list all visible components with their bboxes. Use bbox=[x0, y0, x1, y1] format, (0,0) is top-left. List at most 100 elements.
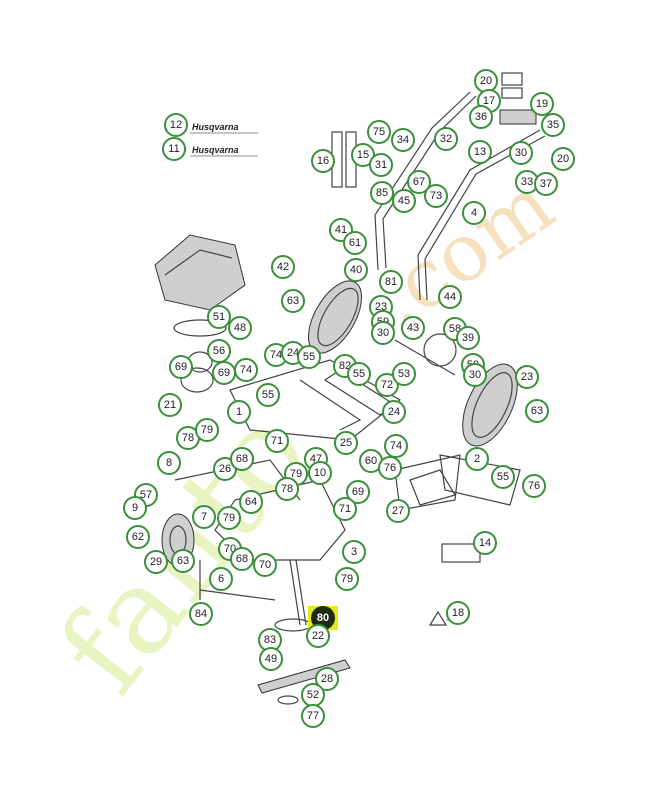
callout-80[interactable]: 80 bbox=[311, 606, 335, 630]
callout-label: 19 bbox=[536, 98, 548, 110]
callout-53[interactable]: 53 bbox=[392, 362, 416, 386]
callout-label: 30 bbox=[377, 327, 389, 339]
callout-32[interactable]: 32 bbox=[434, 127, 458, 151]
callout-4[interactable]: 4 bbox=[462, 201, 486, 225]
callout-40[interactable]: 40 bbox=[344, 258, 368, 282]
callout-30c[interactable]: 30 bbox=[463, 363, 487, 387]
callout-69a[interactable]: 69 bbox=[169, 355, 193, 379]
callout-45[interactable]: 45 bbox=[392, 189, 416, 213]
callout-label: 21 bbox=[164, 399, 176, 411]
callout-circle bbox=[311, 149, 335, 173]
callout-85[interactable]: 85 bbox=[370, 181, 394, 205]
callout-79c[interactable]: 79 bbox=[217, 506, 241, 530]
callout-1[interactable]: 1 bbox=[227, 400, 251, 424]
callout-circle bbox=[164, 113, 188, 137]
callout-44[interactable]: 44 bbox=[438, 285, 462, 309]
callout-70b[interactable]: 70 bbox=[253, 553, 277, 577]
callout-13[interactable]: 13 bbox=[468, 140, 492, 164]
callout-78a[interactable]: 78 bbox=[176, 426, 200, 450]
callout-20b[interactable]: 20 bbox=[551, 147, 575, 171]
callout-55d[interactable]: 55 bbox=[491, 465, 515, 489]
callout-label: 28 bbox=[321, 673, 333, 685]
handle-assembly bbox=[331, 72, 546, 301]
callout-63c[interactable]: 63 bbox=[171, 549, 195, 573]
callout-circle bbox=[465, 447, 489, 471]
callout-74c[interactable]: 74 bbox=[384, 434, 408, 458]
callout-30a[interactable]: 30 bbox=[509, 141, 533, 165]
callout-62[interactable]: 62 bbox=[126, 525, 150, 549]
callout-21[interactable]: 21 bbox=[158, 393, 182, 417]
callout-24b[interactable]: 24 bbox=[382, 400, 406, 424]
callout-39[interactable]: 39 bbox=[456, 326, 480, 350]
callout-48[interactable]: 48 bbox=[228, 316, 252, 340]
callout-43[interactable]: 43 bbox=[401, 316, 425, 340]
callout-55c[interactable]: 55 bbox=[256, 383, 280, 407]
callout-14[interactable]: 14 bbox=[473, 531, 497, 555]
callout-84[interactable]: 84 bbox=[189, 602, 213, 626]
callout-23b[interactable]: 23 bbox=[515, 365, 539, 389]
callout-6[interactable]: 6 bbox=[209, 567, 233, 591]
callout-9[interactable]: 9 bbox=[123, 496, 147, 520]
callout-2[interactable]: 2 bbox=[465, 447, 489, 471]
callout-68b[interactable]: 68 bbox=[230, 547, 254, 571]
callout-27[interactable]: 27 bbox=[386, 499, 410, 523]
callout-22[interactable]: 22 bbox=[306, 624, 330, 648]
callout-75[interactable]: 75 bbox=[367, 120, 391, 144]
callout-68a[interactable]: 68 bbox=[230, 447, 254, 471]
callout-56[interactable]: 56 bbox=[207, 339, 231, 363]
callout-circle bbox=[271, 255, 295, 279]
callout-label: 63 bbox=[531, 405, 543, 417]
callout-83[interactable]: 83 bbox=[258, 628, 282, 652]
callout-49[interactable]: 49 bbox=[259, 647, 283, 671]
callout-81[interactable]: 81 bbox=[379, 270, 403, 294]
callout-8[interactable]: 8 bbox=[157, 451, 181, 475]
callout-18[interactable]: 18 bbox=[446, 601, 470, 625]
callout-64[interactable]: 64 bbox=[239, 490, 263, 514]
callout-circle bbox=[239, 490, 263, 514]
callout-31[interactable]: 31 bbox=[369, 153, 393, 177]
callout-63b[interactable]: 63 bbox=[525, 399, 549, 423]
callout-7[interactable]: 7 bbox=[192, 505, 216, 529]
callout-34[interactable]: 34 bbox=[391, 128, 415, 152]
callout-77[interactable]: 77 bbox=[301, 704, 325, 728]
callout-30b[interactable]: 30 bbox=[371, 321, 395, 345]
callout-25[interactable]: 25 bbox=[334, 431, 358, 455]
callout-label: 26 bbox=[219, 463, 231, 475]
callout-16[interactable]: 16 bbox=[311, 149, 335, 173]
callout-11[interactable]: 11 bbox=[162, 137, 186, 161]
callout-67[interactable]: 67 bbox=[407, 170, 431, 194]
callout-3[interactable]: 3 bbox=[342, 540, 366, 564]
callout-71b[interactable]: 71 bbox=[333, 497, 357, 521]
callout-20a[interactable]: 20 bbox=[474, 69, 498, 93]
callout-35[interactable]: 35 bbox=[541, 113, 565, 137]
callout-72[interactable]: 72 bbox=[375, 373, 399, 397]
callout-label: 74 bbox=[270, 349, 282, 361]
callout-74b[interactable]: 74 bbox=[234, 358, 258, 382]
callout-76a[interactable]: 76 bbox=[378, 456, 402, 480]
callout-79d[interactable]: 79 bbox=[335, 567, 359, 591]
callout-52[interactable]: 52 bbox=[301, 683, 325, 707]
callout-36[interactable]: 36 bbox=[469, 105, 493, 129]
callout-63a[interactable]: 63 bbox=[281, 289, 305, 313]
callout-label: 78 bbox=[182, 432, 194, 444]
callout-37[interactable]: 37 bbox=[534, 172, 558, 196]
callout-12[interactable]: 12 bbox=[164, 113, 188, 137]
callout-76b[interactable]: 76 bbox=[522, 474, 546, 498]
callout-73[interactable]: 73 bbox=[424, 184, 448, 208]
callout-51[interactable]: 51 bbox=[207, 305, 231, 329]
callout-78b[interactable]: 78 bbox=[275, 477, 299, 501]
callout-19[interactable]: 19 bbox=[530, 92, 554, 116]
callout-69b[interactable]: 69 bbox=[212, 361, 236, 385]
callout-label: 29 bbox=[150, 556, 162, 568]
callout-71a[interactable]: 71 bbox=[265, 429, 289, 453]
callout-28[interactable]: 28 bbox=[315, 667, 339, 691]
callout-55a[interactable]: 55 bbox=[297, 345, 321, 369]
callout-29[interactable]: 29 bbox=[144, 550, 168, 574]
callout-42[interactable]: 42 bbox=[271, 255, 295, 279]
callout-10[interactable]: 10 bbox=[308, 461, 332, 485]
callout-55b[interactable]: 55 bbox=[347, 362, 371, 386]
callout-15[interactable]: 15 bbox=[351, 143, 375, 167]
callout-61[interactable]: 61 bbox=[343, 231, 367, 255]
callout-69c[interactable]: 69 bbox=[346, 480, 370, 504]
callout-79a[interactable]: 79 bbox=[195, 418, 219, 442]
